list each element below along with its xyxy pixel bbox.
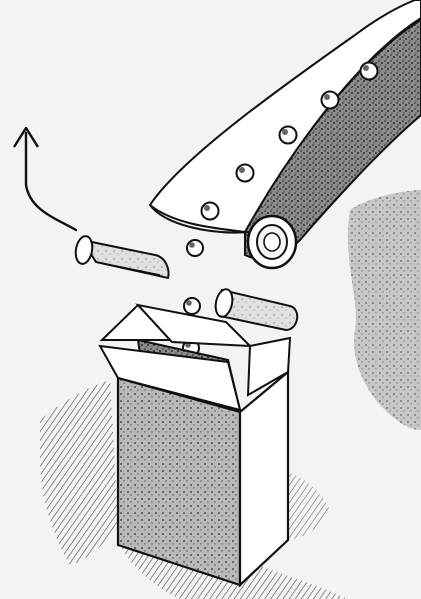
up-arrow-icon — [14, 128, 76, 230]
background-texture-right — [348, 190, 421, 430]
rejected-cylinder — [74, 235, 169, 278]
